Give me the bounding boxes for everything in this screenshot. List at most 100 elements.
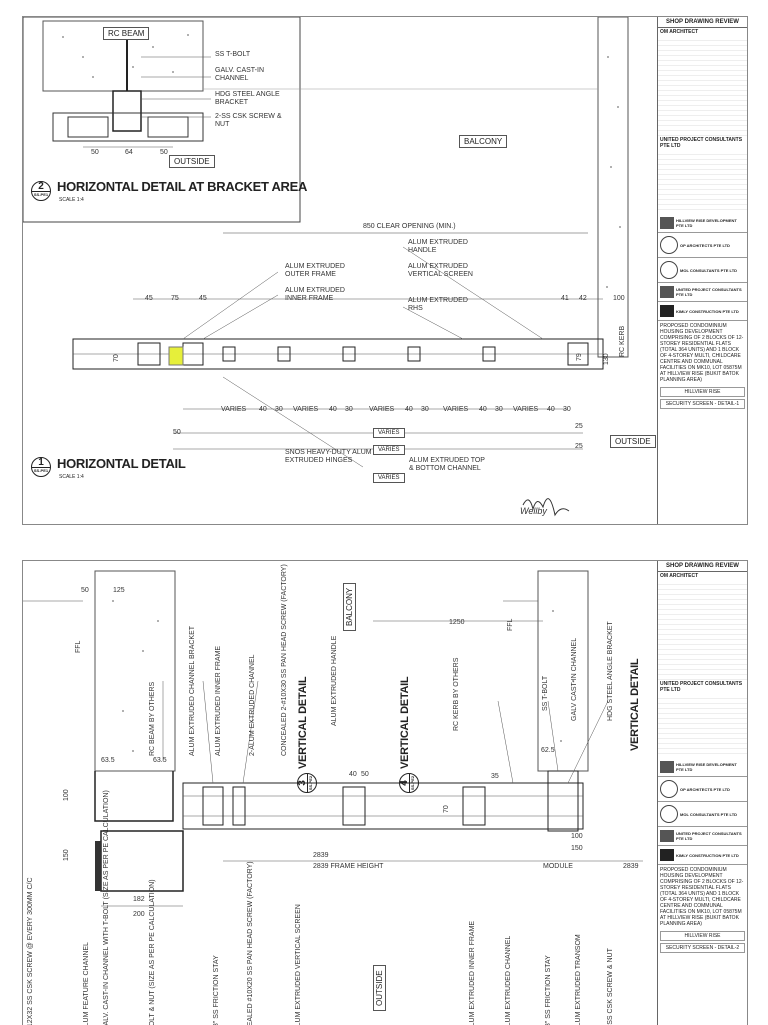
- d3-dim-2839: 2839: [313, 852, 329, 859]
- balcony-label: BALCONY: [459, 135, 508, 148]
- dim-30-1: 30: [275, 406, 283, 413]
- pe-stamp-area: [658, 150, 747, 214]
- dim-varies-4: VARIES: [443, 406, 469, 413]
- dim-top-42: 42: [579, 295, 587, 302]
- d3-bottom-note-feature: ALUM FEATURE CHANNEL: [83, 942, 90, 1025]
- drawing-sheet-2: BALCONY OUTSIDE FFL FFL RC BEAM BY OTHER…: [22, 560, 748, 1025]
- developer-logo-icon-2: [660, 761, 674, 773]
- note-hinges: SNOS HEAVY-DUTY ALUM EXTRUDED HINGES: [285, 449, 372, 464]
- detail-2-scale: SCALE 1:4: [59, 197, 84, 203]
- title-block-2: SHOP DRAWING REVIEW OM ARCHITECT UNITED …: [657, 561, 747, 1025]
- engineer-seal-icon: [660, 261, 678, 279]
- d4-bottom-note-friction: 18" SS FRICTION STAY: [545, 955, 552, 1025]
- note-top-bottom-channel: ALUM EXTRUDED TOP & BOTTOM CHANNEL: [409, 457, 485, 472]
- architect-logo: OP ARCHITECTS PTE LTD: [658, 233, 747, 258]
- project-description: PROPOSED CONDOMINIUM HOUSING DEVELOPMENT…: [660, 323, 744, 383]
- drawing-title: SECURITY SCREEN - DETAIL-1: [660, 399, 745, 409]
- d3-note-pan-screw: CONCEALED 2-#10x30 SS PAN HEAD SCREW (FA…: [281, 564, 288, 756]
- d4-dim-40: 40: [349, 771, 357, 778]
- project-name: HILLVIEW RISE: [660, 387, 745, 397]
- d3-bottom-note-csk: #12x32 SS CSK SCREW @ EVERY 300MM C/C: [27, 877, 34, 1025]
- rc-beam-label: RC BEAM: [103, 27, 150, 40]
- dim-varies-3: VARIES: [369, 406, 395, 413]
- note-ss-t-bolt: SS T-BOLT: [215, 51, 251, 58]
- d3-dim-50: 50: [81, 587, 89, 594]
- pe-logo: UNITED PROJECT CONSULTANTS PTE LTD: [658, 283, 747, 302]
- architect-label-2: OM ARCHITECT: [660, 573, 699, 579]
- ffl-right: FFL: [507, 618, 514, 631]
- balcony-label-2: BALCONY: [343, 582, 356, 631]
- dim-30-3: 30: [421, 406, 429, 413]
- side-dim-79: 79: [576, 353, 583, 361]
- developer-logo-2: HILLVIEW RISE DEVELOPMENT PTE LTD: [658, 758, 747, 777]
- reviewer-signature: Wellby: [520, 506, 547, 516]
- varies-box-2: VARIES: [373, 445, 405, 455]
- d4-bottom-note-inner-frame: ALUM EXTRUDED INNER FRAME: [469, 920, 476, 1025]
- d3-dim-200: 200: [133, 911, 145, 918]
- d4-note-rc-kerb: RC KERB BY OTHERS: [453, 657, 460, 731]
- note-inner-frame: ALUM EXTRUDED INNER FRAME: [285, 287, 345, 302]
- pe-logo-icon: [660, 286, 674, 298]
- side-dim-70: 70: [113, 354, 120, 362]
- engineer-logo: MOL CONSULTANTS PTE LTD: [658, 258, 747, 283]
- developer-logo: HILLVIEW RISE DEVELOPMENT PTE LTD: [658, 214, 747, 233]
- side-dim-25b: 25: [575, 443, 583, 450]
- d4-bottom-note-csk: 2-SS CSK SCREW & NUT: [607, 948, 614, 1025]
- note-cast-in-channel: GALV. CAST-IN CHANNEL: [215, 67, 265, 82]
- d4-note-angle: HDG STEEL ANGLE BRACKET: [607, 621, 614, 721]
- d4-dim-2839: 2839: [623, 863, 639, 870]
- outside-label-2: OUTSIDE: [373, 965, 386, 1011]
- d4-dim-62-5: 62.5: [541, 747, 555, 754]
- dim-30-2: 30: [345, 406, 353, 413]
- dim-varies-2: VARIES: [293, 406, 319, 413]
- detail-2-title: HORIZONTAL DETAIL AT BRACKET AREA: [57, 179, 308, 194]
- dim-varies-5: VARIES: [513, 406, 539, 413]
- varies-box-3: VARIES: [373, 473, 405, 483]
- pe-logo-2: UNITED PROJECT CONSULTANTS PTE LTD: [658, 827, 747, 846]
- dim-varies-1: VARIES: [221, 406, 247, 413]
- dim-30-5: 30: [563, 406, 571, 413]
- review-stamp-area: [658, 36, 747, 136]
- d3-dim-frame-height: 2839 FRAME HEIGHT: [313, 863, 384, 870]
- varies-box-1: VARIES: [373, 428, 405, 438]
- title-block-header: SHOP DRAWING REVIEW: [658, 17, 747, 28]
- d4-dim-50: 50: [361, 771, 369, 778]
- dim-top-75: 75: [171, 295, 179, 302]
- detail-4-title-right: VERTICAL DETAIL: [629, 658, 641, 751]
- drawing-title-2: SECURITY SCREEN - DETAIL-2: [660, 943, 745, 953]
- note-rhs: ALUM EXTRUDED RHS: [408, 297, 468, 312]
- dim-top-41: 41: [561, 295, 569, 302]
- dim-top-45b: 45: [199, 295, 207, 302]
- detail-1-title: HORIZONTAL DETAIL: [57, 456, 186, 471]
- dim-top-45a: 45: [145, 295, 153, 302]
- side-dim-25a: 25: [575, 423, 583, 430]
- contractor-logo-icon: [660, 305, 674, 317]
- project-description-2: PROPOSED CONDOMINIUM HOUSING DEVELOPMENT…: [660, 867, 744, 927]
- d3-note-inner-frame: ALUM EXTRUDED INNER FRAME: [215, 645, 222, 756]
- rc-kerb-label: RC KERB: [619, 325, 626, 357]
- d3-dim-63-5b: 63.5: [153, 757, 167, 764]
- note-angle-bracket: HDG STEEL ANGLE BRACKET: [215, 91, 280, 106]
- detail-3-title: VERTICAL DETAIL: [297, 676, 309, 769]
- d4-dim-module: MODULE: [543, 863, 573, 870]
- architect-logo-2: OP ARCHITECTS PTE LTD: [658, 777, 747, 802]
- clear-opening-dim: 850 CLEAR OPENING (MIN.): [363, 223, 456, 230]
- note-handle: ALUM EXTRUDED HANDLE: [408, 239, 468, 254]
- note-outer-frame: ALUM EXTRUDED OUTER FRAME: [285, 263, 345, 278]
- d3-dim-182: 182: [133, 896, 145, 903]
- title-block-1: SHOP DRAWING REVIEW OM ARCHITECT UNITED …: [657, 17, 747, 524]
- dim-40-5: 40: [547, 406, 555, 413]
- d3-dim-100: 100: [63, 789, 70, 801]
- dim-30-4: 30: [495, 406, 503, 413]
- pe-stamp-area-2: [658, 694, 747, 758]
- pe-consultant-label-2: UNITED PROJECT CONSULTANTS PTE LTD: [660, 681, 743, 693]
- note-csk-screw: 2-SS CSK SCREW & NUT: [215, 113, 282, 128]
- dim-bottom-50: 50: [173, 429, 181, 436]
- sheet1-linework: [23, 17, 629, 517]
- d3-note-channel: 2-ALUM EXTRUDED CHANNEL: [249, 654, 256, 756]
- d4-dim-1250: 1250: [449, 619, 465, 626]
- review-stamp-area-2: [658, 580, 747, 680]
- contractor-logo-2: KIMLY CONSTRUCTION PTE LTD: [658, 846, 747, 865]
